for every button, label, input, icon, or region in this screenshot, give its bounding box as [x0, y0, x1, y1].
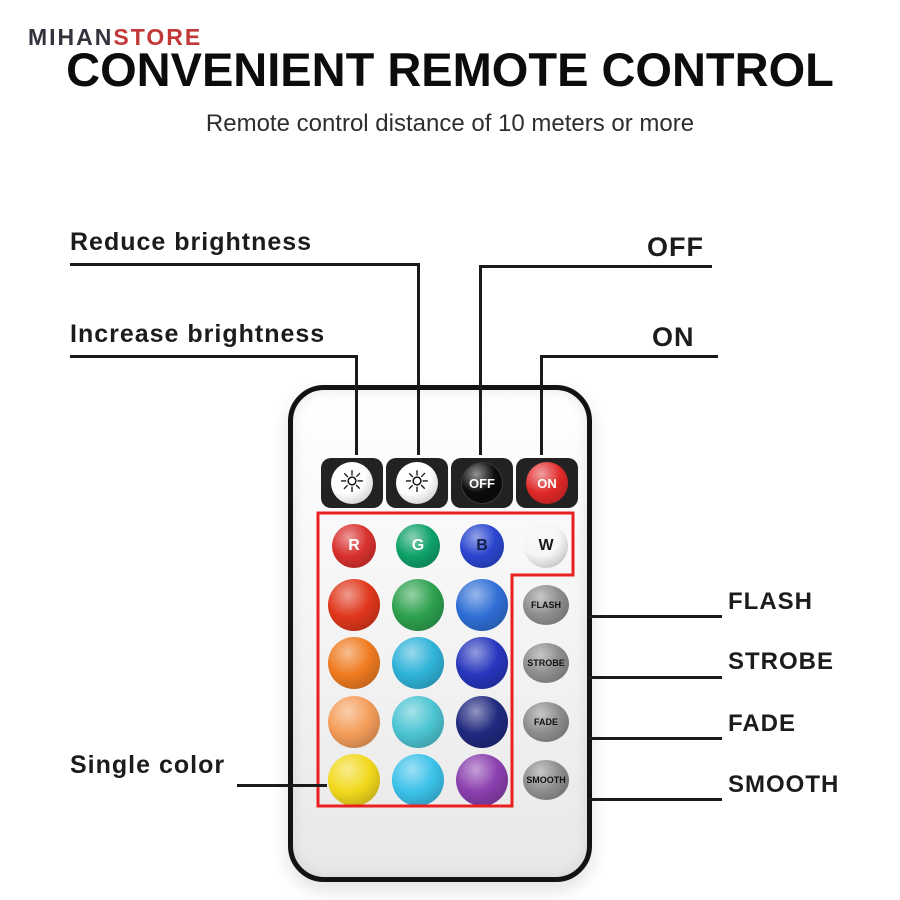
red-button-label: R [348, 537, 360, 555]
callout-single-color: Single color [70, 751, 225, 780]
on-button-label: ON [537, 476, 557, 491]
color-navy-button [456, 696, 508, 748]
off-button-label: OFF [469, 476, 495, 491]
color-royal-blue-button [456, 637, 508, 689]
on-button-face: ON [526, 462, 568, 504]
smooth-button: SMOOTH [523, 760, 569, 800]
blue-button-label: B [476, 537, 488, 555]
callout-line-increase-h [70, 355, 358, 358]
white-button-label: W [538, 537, 553, 555]
callout-increase-brightness: Increase brightness [70, 320, 325, 349]
callout-line-on-v [540, 355, 543, 455]
off-button: OFF [451, 458, 513, 508]
callout-line-flash [588, 615, 722, 618]
callout-reduce-brightness: Reduce brightness [70, 228, 312, 257]
color-red-orange-button [328, 579, 380, 631]
flash-button-label: FLASH [531, 600, 561, 610]
fade-button: FADE [523, 702, 569, 742]
callout-line-on-h [540, 355, 718, 358]
fade-button-label: FADE [534, 717, 558, 727]
reduce-brightness-button: ☼ [386, 458, 448, 508]
color-yellow-button [328, 754, 380, 806]
callout-line-fade [588, 737, 722, 740]
callout-line-reduce-v [417, 263, 420, 455]
callout-flash: FLASH [728, 588, 813, 616]
color-sky-blue-button [392, 637, 444, 689]
sun-icon: ☼ [396, 462, 438, 504]
smooth-button-label: SMOOTH [526, 775, 566, 785]
increase-brightness-button: ☼ [321, 458, 383, 508]
remote-control: ☼ ☼ OFF ON R G B W FLASH STROBE FADE SMOOTH [288, 385, 592, 882]
color-green-button [392, 579, 444, 631]
callout-line-reduce-h [70, 263, 420, 266]
callout-smooth: SMOOTH [728, 771, 839, 799]
sun-icon: ☼ [331, 462, 373, 504]
strobe-button: STROBE [523, 643, 569, 683]
white-button: W [524, 524, 568, 568]
strobe-button-label: STROBE [527, 658, 565, 668]
callout-strobe: STROBE [728, 648, 834, 676]
color-purple-button [456, 754, 508, 806]
page-subtitle: Remote control distance of 10 meters or … [0, 110, 900, 138]
off-button-face: OFF [461, 462, 503, 504]
color-cyan-button [392, 754, 444, 806]
blue-button: B [460, 524, 504, 568]
callout-line-single-color [237, 784, 327, 787]
page-title: CONVENIENT REMOTE CONTROL [0, 42, 900, 97]
top-button-row: ☼ ☼ OFF ON [321, 458, 578, 508]
callout-line-off-v [479, 265, 482, 455]
color-teal-button [392, 696, 444, 748]
callout-off: OFF [647, 232, 704, 263]
color-orange-button [328, 637, 380, 689]
green-button-label: G [412, 537, 424, 555]
callout-line-smooth [588, 798, 722, 801]
callout-line-off-h [479, 265, 712, 268]
color-blue-button [456, 579, 508, 631]
callout-line-strobe [588, 676, 722, 679]
reduce-brightness-button-label: ☼ [404, 468, 431, 498]
on-button: ON [516, 458, 578, 508]
callout-fade: FADE [728, 710, 796, 738]
callout-line-increase-v [355, 355, 358, 455]
flash-button: FLASH [523, 585, 569, 625]
color-peach-button [328, 696, 380, 748]
increase-brightness-button-label: ☼ [339, 468, 366, 498]
red-button: R [332, 524, 376, 568]
green-button: G [396, 524, 440, 568]
color-button-grid: R G B W FLASH STROBE FADE SMOOTH [322, 517, 578, 810]
callout-on: ON [652, 322, 695, 353]
